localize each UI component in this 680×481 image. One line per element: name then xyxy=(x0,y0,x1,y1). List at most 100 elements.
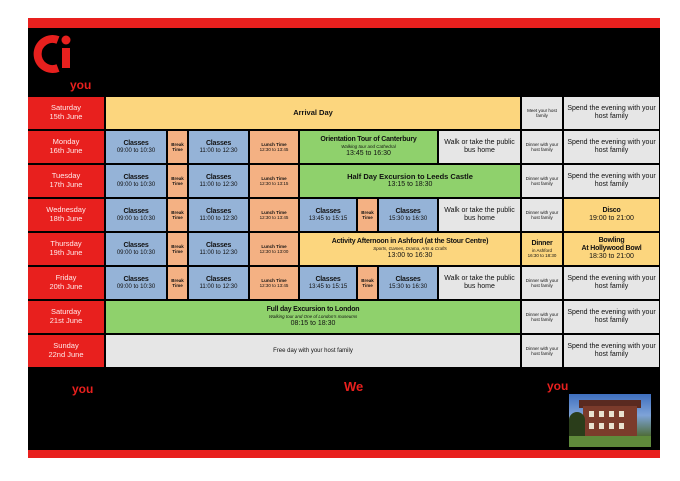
classes-cell: Classes 11:00 to 12:30 xyxy=(189,199,248,233)
classes-time: 09:00 to 10:30 xyxy=(116,215,156,222)
classes-label: Classes xyxy=(205,207,232,215)
footer-you-left: you xyxy=(72,382,94,396)
classes-time: 11:00 to 12:30 xyxy=(199,249,238,256)
evening-host-cell: Spend the evening with your host family xyxy=(564,335,659,369)
dinner-label: Dinner with your host family xyxy=(525,209,559,220)
day-label-sun22: Sunday 22nd June xyxy=(28,335,104,369)
arrival-day-cell: Arrival Day xyxy=(106,97,520,131)
classes-time: 09:00 to 10:30 xyxy=(116,283,156,290)
day-label-fri20: Friday 20th June xyxy=(28,267,104,301)
evening-label: Spend the evening with your host family xyxy=(567,308,656,324)
day-date: 15th June xyxy=(49,112,83,121)
break-label: Break Time xyxy=(361,209,374,220)
break-cell: Break Time xyxy=(168,131,187,165)
evening-label: Spend the evening with your host family xyxy=(567,274,656,290)
classes-cell: Classes 11:00 to 12:30 xyxy=(189,131,248,165)
excursion-title: Half Day Excursion to Leeds Castle xyxy=(347,171,473,181)
disco-cell: Disco 19:00 to 21:00 xyxy=(564,199,659,233)
evening-host-cell: Spend the evening with your host family xyxy=(564,267,659,301)
lunch-time: 12:30 to 13:45 xyxy=(259,283,289,288)
dinner-host-cell: Dinner with your host family xyxy=(522,199,562,233)
excursion-title: Full day Excursion to London xyxy=(266,306,360,314)
classes-time: 13:45 to 15:15 xyxy=(308,215,348,222)
break-cell: Break Time xyxy=(168,199,187,233)
activity-afternoon-cell: Activity Afternoon in Ashford (at the St… xyxy=(300,233,520,267)
photo-window xyxy=(599,411,604,417)
orientation-tour-cell: Orientation Tour of Canterbury Walking t… xyxy=(300,131,437,165)
classes-time: 11:00 to 12:30 xyxy=(199,181,238,188)
dinner-location: in Ashford xyxy=(531,247,552,253)
evening-label: Spend the evening with your host family xyxy=(567,104,656,120)
break-label: Break Time xyxy=(171,277,184,288)
day-date: 17th June xyxy=(49,180,83,189)
break-label: Break Time xyxy=(171,175,184,186)
footer-you-right: you xyxy=(547,379,569,393)
tour-time: 13:45 to 16:30 xyxy=(346,149,391,157)
evening-label: Spend the evening with your host family xyxy=(567,342,656,358)
photo-window xyxy=(609,423,614,429)
classes-cell: Classes 09:00 to 10:30 xyxy=(106,131,166,165)
classes-time: 11:00 to 12:30 xyxy=(199,147,238,154)
dinner-label: Dinner with your host family xyxy=(525,175,559,186)
footer-we-center: We xyxy=(344,379,364,394)
day-date: 20th June xyxy=(49,282,83,291)
day-label-thu19: Thursday 19th June xyxy=(28,233,104,267)
evening-host-cell: Spend the evening with your host family xyxy=(564,97,659,131)
day-date: 19th June xyxy=(49,248,83,257)
walk-home-label: Walk or take the public bus home xyxy=(444,138,515,154)
top-red-strip xyxy=(28,18,660,28)
photo-window xyxy=(619,423,624,429)
lunch-cell: Lunch Time 12:30 to 13:45 xyxy=(250,267,298,301)
evening-label: Spend the evening with your host family xyxy=(567,138,656,154)
activity-subtitle: Sports, Games, Drama, Arts & Crafts xyxy=(373,246,447,252)
day-name: Tuesday xyxy=(51,171,81,181)
day-name: Wednesday xyxy=(46,205,86,215)
classes-cell: Classes 09:00 to 10:30 xyxy=(106,165,166,199)
disco-label: Disco xyxy=(602,206,621,214)
day-label-tue17: Tuesday 17th June xyxy=(28,165,104,199)
timetable-poster: you Saturday 15th June Arrival Day Meet … xyxy=(28,18,660,458)
activity-title: Activity Afternoon in Ashford (at the St… xyxy=(331,238,489,246)
classes-cell: Classes 11:00 to 12:30 xyxy=(189,267,248,301)
lunch-label: Lunch Time xyxy=(261,277,287,283)
dinner-host-cell: Dinner with your host family xyxy=(522,335,562,369)
day-name: Saturday xyxy=(50,307,82,317)
lunch-cell: Lunch Time 12:30 to 13:45 xyxy=(250,199,298,233)
london-excursion-cell: Full day Excursion to London Walking tou… xyxy=(106,301,520,335)
classes-label: Classes xyxy=(315,207,341,215)
header-you-text: you xyxy=(70,78,92,92)
break-cell: Break Time xyxy=(168,165,187,199)
photo-window xyxy=(589,411,594,417)
classes-time: 11:00 to 12:30 xyxy=(199,215,238,222)
lunch-cell: Lunch Time 12:30 to 13:45 xyxy=(250,131,298,165)
evening-label: Spend the evening with your host family xyxy=(567,172,656,188)
break-label: Break Time xyxy=(171,141,184,152)
dinner-host-cell: Dinner with your host family xyxy=(522,165,562,199)
break-label: Break Time xyxy=(361,277,374,288)
meet-host-label: Meet your host family xyxy=(527,107,557,118)
break-cell: Break Time xyxy=(358,199,377,233)
bowling-title: Bowling xyxy=(598,236,625,244)
classes-cell: Classes 09:00 to 10:30 xyxy=(106,233,166,267)
classes-cell: Classes 13:45 to 15:15 xyxy=(300,199,356,233)
classes-cell: Classes 11:00 to 12:30 xyxy=(189,165,248,199)
disco-time: 19:00 to 21:00 xyxy=(589,215,634,222)
lunch-label: Lunch Time xyxy=(261,141,287,147)
break-cell: Break Time xyxy=(168,233,187,267)
day-name: Sunday xyxy=(53,341,79,351)
walk-home-label: Walk or take the public bus home xyxy=(444,206,515,222)
bowling-time: 18:30 to 21:00 xyxy=(589,253,634,261)
classes-time: 15:30 to 16:30 xyxy=(388,283,428,290)
bowling-cell: Bowling At Hollywood Bowl 18:30 to 21:00 xyxy=(564,233,659,267)
classes-time: 15:30 to 16:30 xyxy=(388,215,428,222)
classes-label: Classes xyxy=(123,139,149,147)
excursion-time: 08:15 to 18:30 xyxy=(290,319,336,327)
dinner-title: Dinner xyxy=(531,239,553,247)
classes-label: Classes xyxy=(205,173,232,181)
tour-subtitle: Walking tour and Cathedral xyxy=(341,144,396,150)
bottom-red-strip xyxy=(28,450,660,458)
day-name: Saturday xyxy=(50,103,82,113)
lunch-time: 12:30 to 13:45 xyxy=(259,215,289,220)
classes-cell: Classes 09:00 to 10:30 xyxy=(106,267,166,301)
lunch-cell: Lunch Time 12:30 to 13:00 xyxy=(250,233,298,267)
